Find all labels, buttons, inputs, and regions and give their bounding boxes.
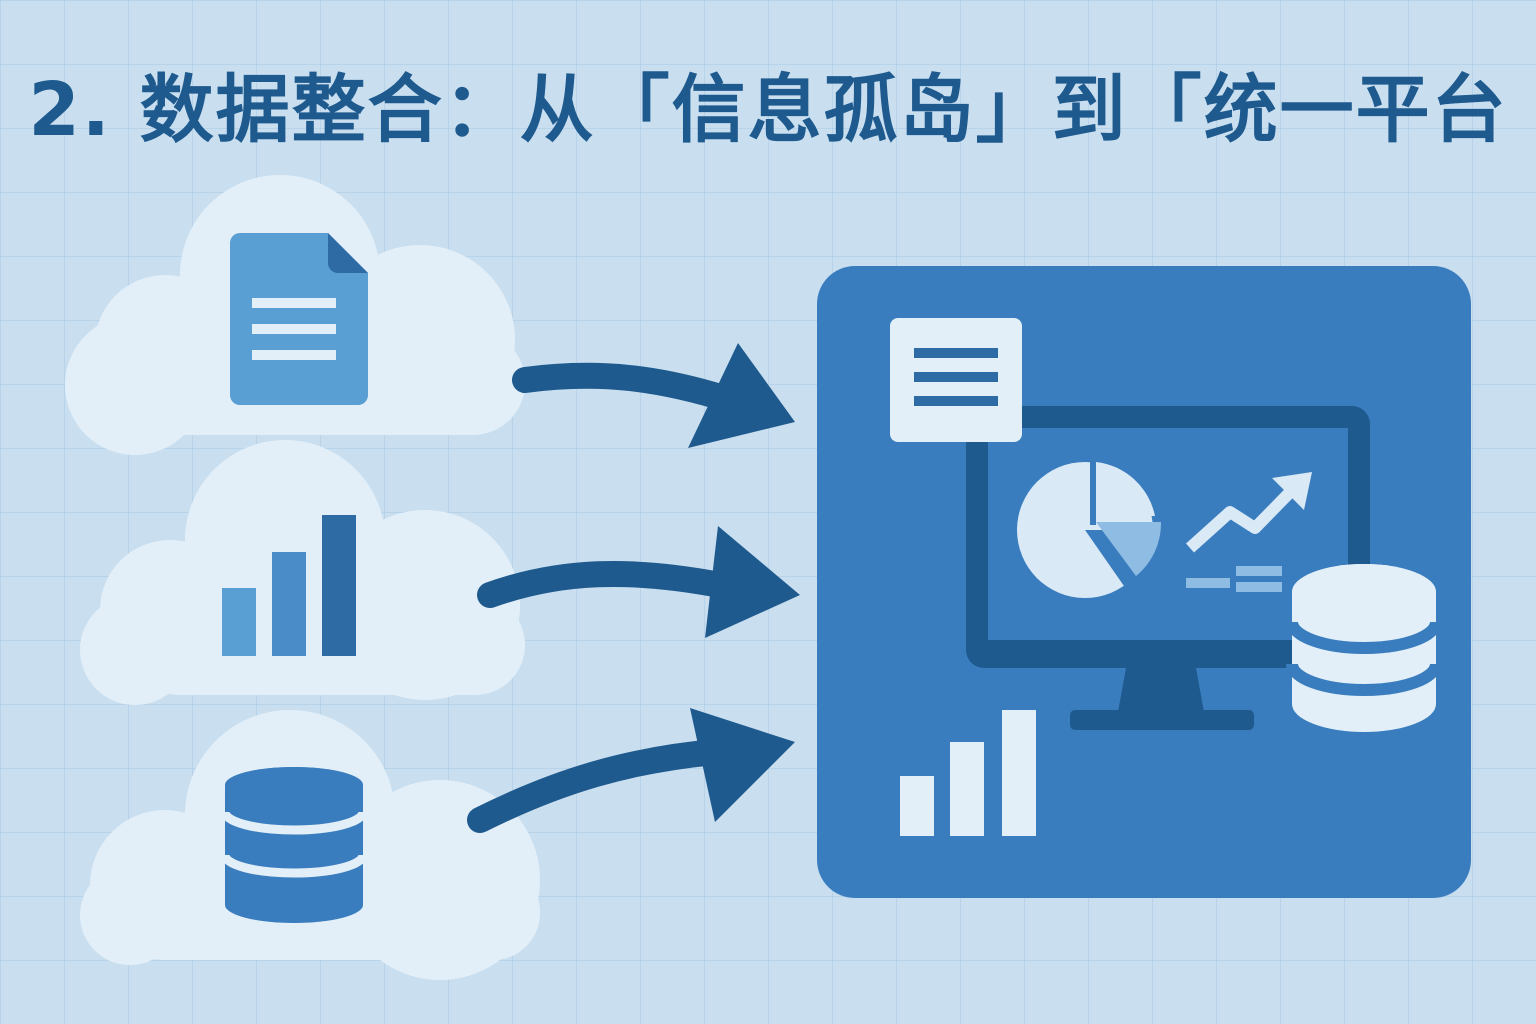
- source-cloud-charts: [80, 440, 525, 705]
- arrow-2-head: [705, 526, 800, 638]
- document-card-icon: [890, 318, 1022, 442]
- page-title: 2. 数据整合：从「信息孤岛」到「统一平台: [28, 67, 1508, 153]
- trend-line-icon: [1185, 472, 1312, 592]
- arrow-1-head: [688, 343, 795, 448]
- monitor-dashboard-icon: [966, 406, 1370, 730]
- platform-database-icon: [1286, 564, 1442, 732]
- unified-platform-panel: [817, 266, 1471, 898]
- arrow-1-shaft: [512, 362, 743, 413]
- arrow-2-shaft: [477, 560, 733, 608]
- arrow-3-head: [690, 708, 795, 822]
- bar-chart-icon: [222, 515, 356, 656]
- source-cloud-documents: [65, 175, 525, 455]
- source-cloud-databases: [80, 710, 540, 980]
- arrow-3-shaft: [467, 739, 728, 833]
- platform-bar-chart-icon: [900, 710, 1036, 836]
- document-icon: [230, 233, 368, 405]
- database-icon: [220, 767, 368, 923]
- pie-chart-icon: [1017, 460, 1162, 598]
